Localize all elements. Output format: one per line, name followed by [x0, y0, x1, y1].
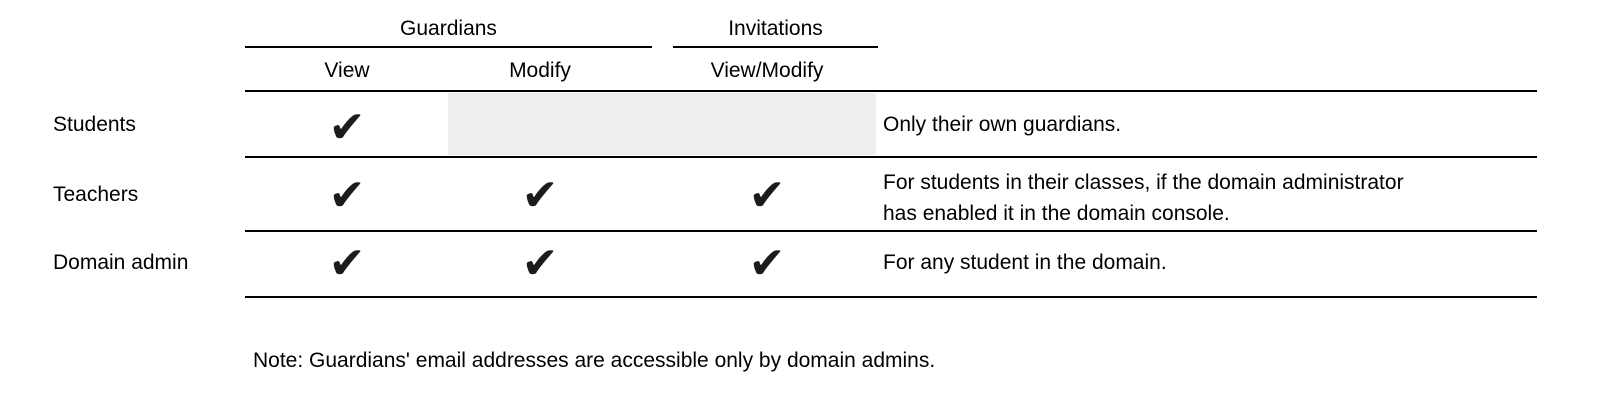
row-note-teachers: For students in their classes, if the do… — [883, 171, 1404, 225]
check-icon: ✔ — [521, 237, 559, 289]
column-header-modify: Modify — [509, 59, 571, 82]
domain-admin-row-divider — [245, 296, 1537, 298]
column-group-invitations: Invitations — [728, 17, 823, 40]
row-note-domain-admin: For any student in the domain. — [883, 251, 1167, 274]
row-note-students: Only their own guardians. — [883, 113, 1122, 136]
column-group-guardians: Guardians — [400, 17, 497, 40]
header-divider — [245, 90, 1537, 92]
check-icon: ✔ — [328, 101, 366, 153]
teachers-row-divider — [245, 230, 1537, 232]
check-icon: ✔ — [521, 169, 559, 221]
check-icon: ✔ — [328, 169, 366, 221]
guardians-group-underline — [245, 46, 652, 48]
column-header-view: View — [324, 59, 370, 82]
row-label-students: Students — [53, 113, 136, 136]
disabled-cells-overlay — [448, 93, 876, 155]
footnote: Note: Guardians' email addresses are acc… — [253, 349, 936, 372]
row-label-domain-admin: Domain admin — [53, 251, 189, 274]
invitations-group-underline — [673, 46, 878, 48]
students-row-divider — [245, 156, 1537, 158]
check-icon: ✔ — [328, 237, 366, 289]
row-label-teachers: Teachers — [53, 183, 139, 206]
check-icon: ✔ — [748, 237, 786, 289]
column-header-view-modify: View/Modify — [710, 59, 824, 82]
check-icon: ✔ — [748, 169, 786, 221]
